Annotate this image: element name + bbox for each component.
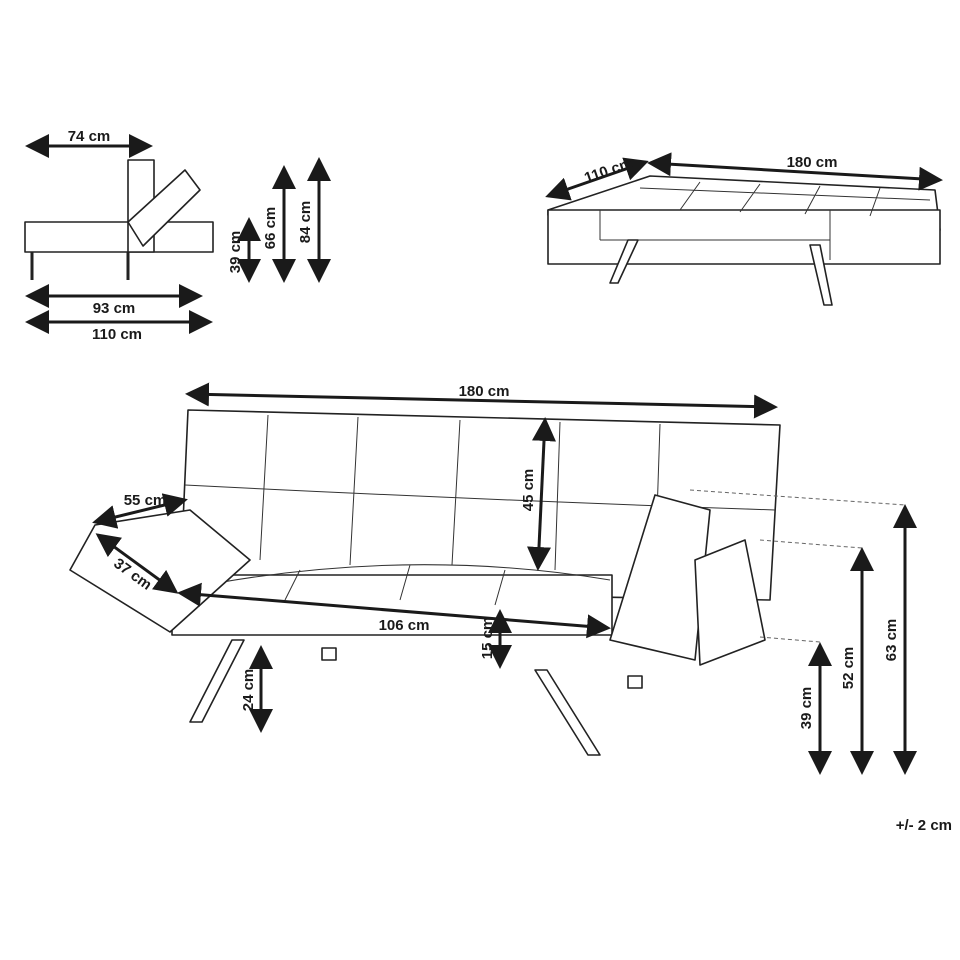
front-leg	[189, 639, 245, 723]
tolerance-note: +/- 2 cm	[896, 817, 952, 834]
bed-view: 110 cm 180 cm	[545, 152, 943, 306]
side-seat-height-label: 39 cm	[227, 231, 244, 274]
bed-length-label: 180 cm	[787, 154, 838, 171]
front-width-label: 180 cm	[459, 383, 510, 400]
seat-width-label: 106 cm	[379, 617, 430, 634]
side-seat	[24, 221, 214, 253]
front-leg	[534, 669, 601, 756]
seat-height-label: 39 cm	[798, 687, 815, 730]
bed-leg	[809, 244, 833, 306]
front-armrest-right-side	[694, 539, 766, 666]
side-total-height-label: 84 cm	[297, 201, 314, 244]
side-width-sofa-label: 93 cm	[93, 300, 136, 317]
bed-body	[547, 209, 941, 265]
leg-height-label: 24 cm	[240, 669, 257, 712]
side-depth-top-label: 74 cm	[68, 128, 111, 145]
back-height-label: 45 cm	[520, 469, 537, 512]
front-armrest-right	[609, 494, 711, 661]
side-backrest-reclined	[127, 169, 201, 247]
side-back-height-label: 66 cm	[262, 207, 279, 250]
front-view: 180 cm 55 cm 37 cm 45 cm 106 cm 15 cm 24…	[69, 382, 917, 775]
total-height-label: 63 cm	[883, 619, 900, 662]
bed-depth-label: 110 cm	[582, 155, 635, 187]
side-width-bed-label: 110 cm	[92, 326, 142, 343]
bed-leg	[609, 239, 639, 284]
armrest-height-label: 52 cm	[840, 647, 857, 690]
side-view: 74 cm 93 cm 110 cm 39 cm 66 cm 84 cm	[24, 128, 331, 343]
armrest-length-label: 55 cm	[124, 492, 167, 509]
seat-thickness-label: 15 cm	[479, 617, 496, 660]
